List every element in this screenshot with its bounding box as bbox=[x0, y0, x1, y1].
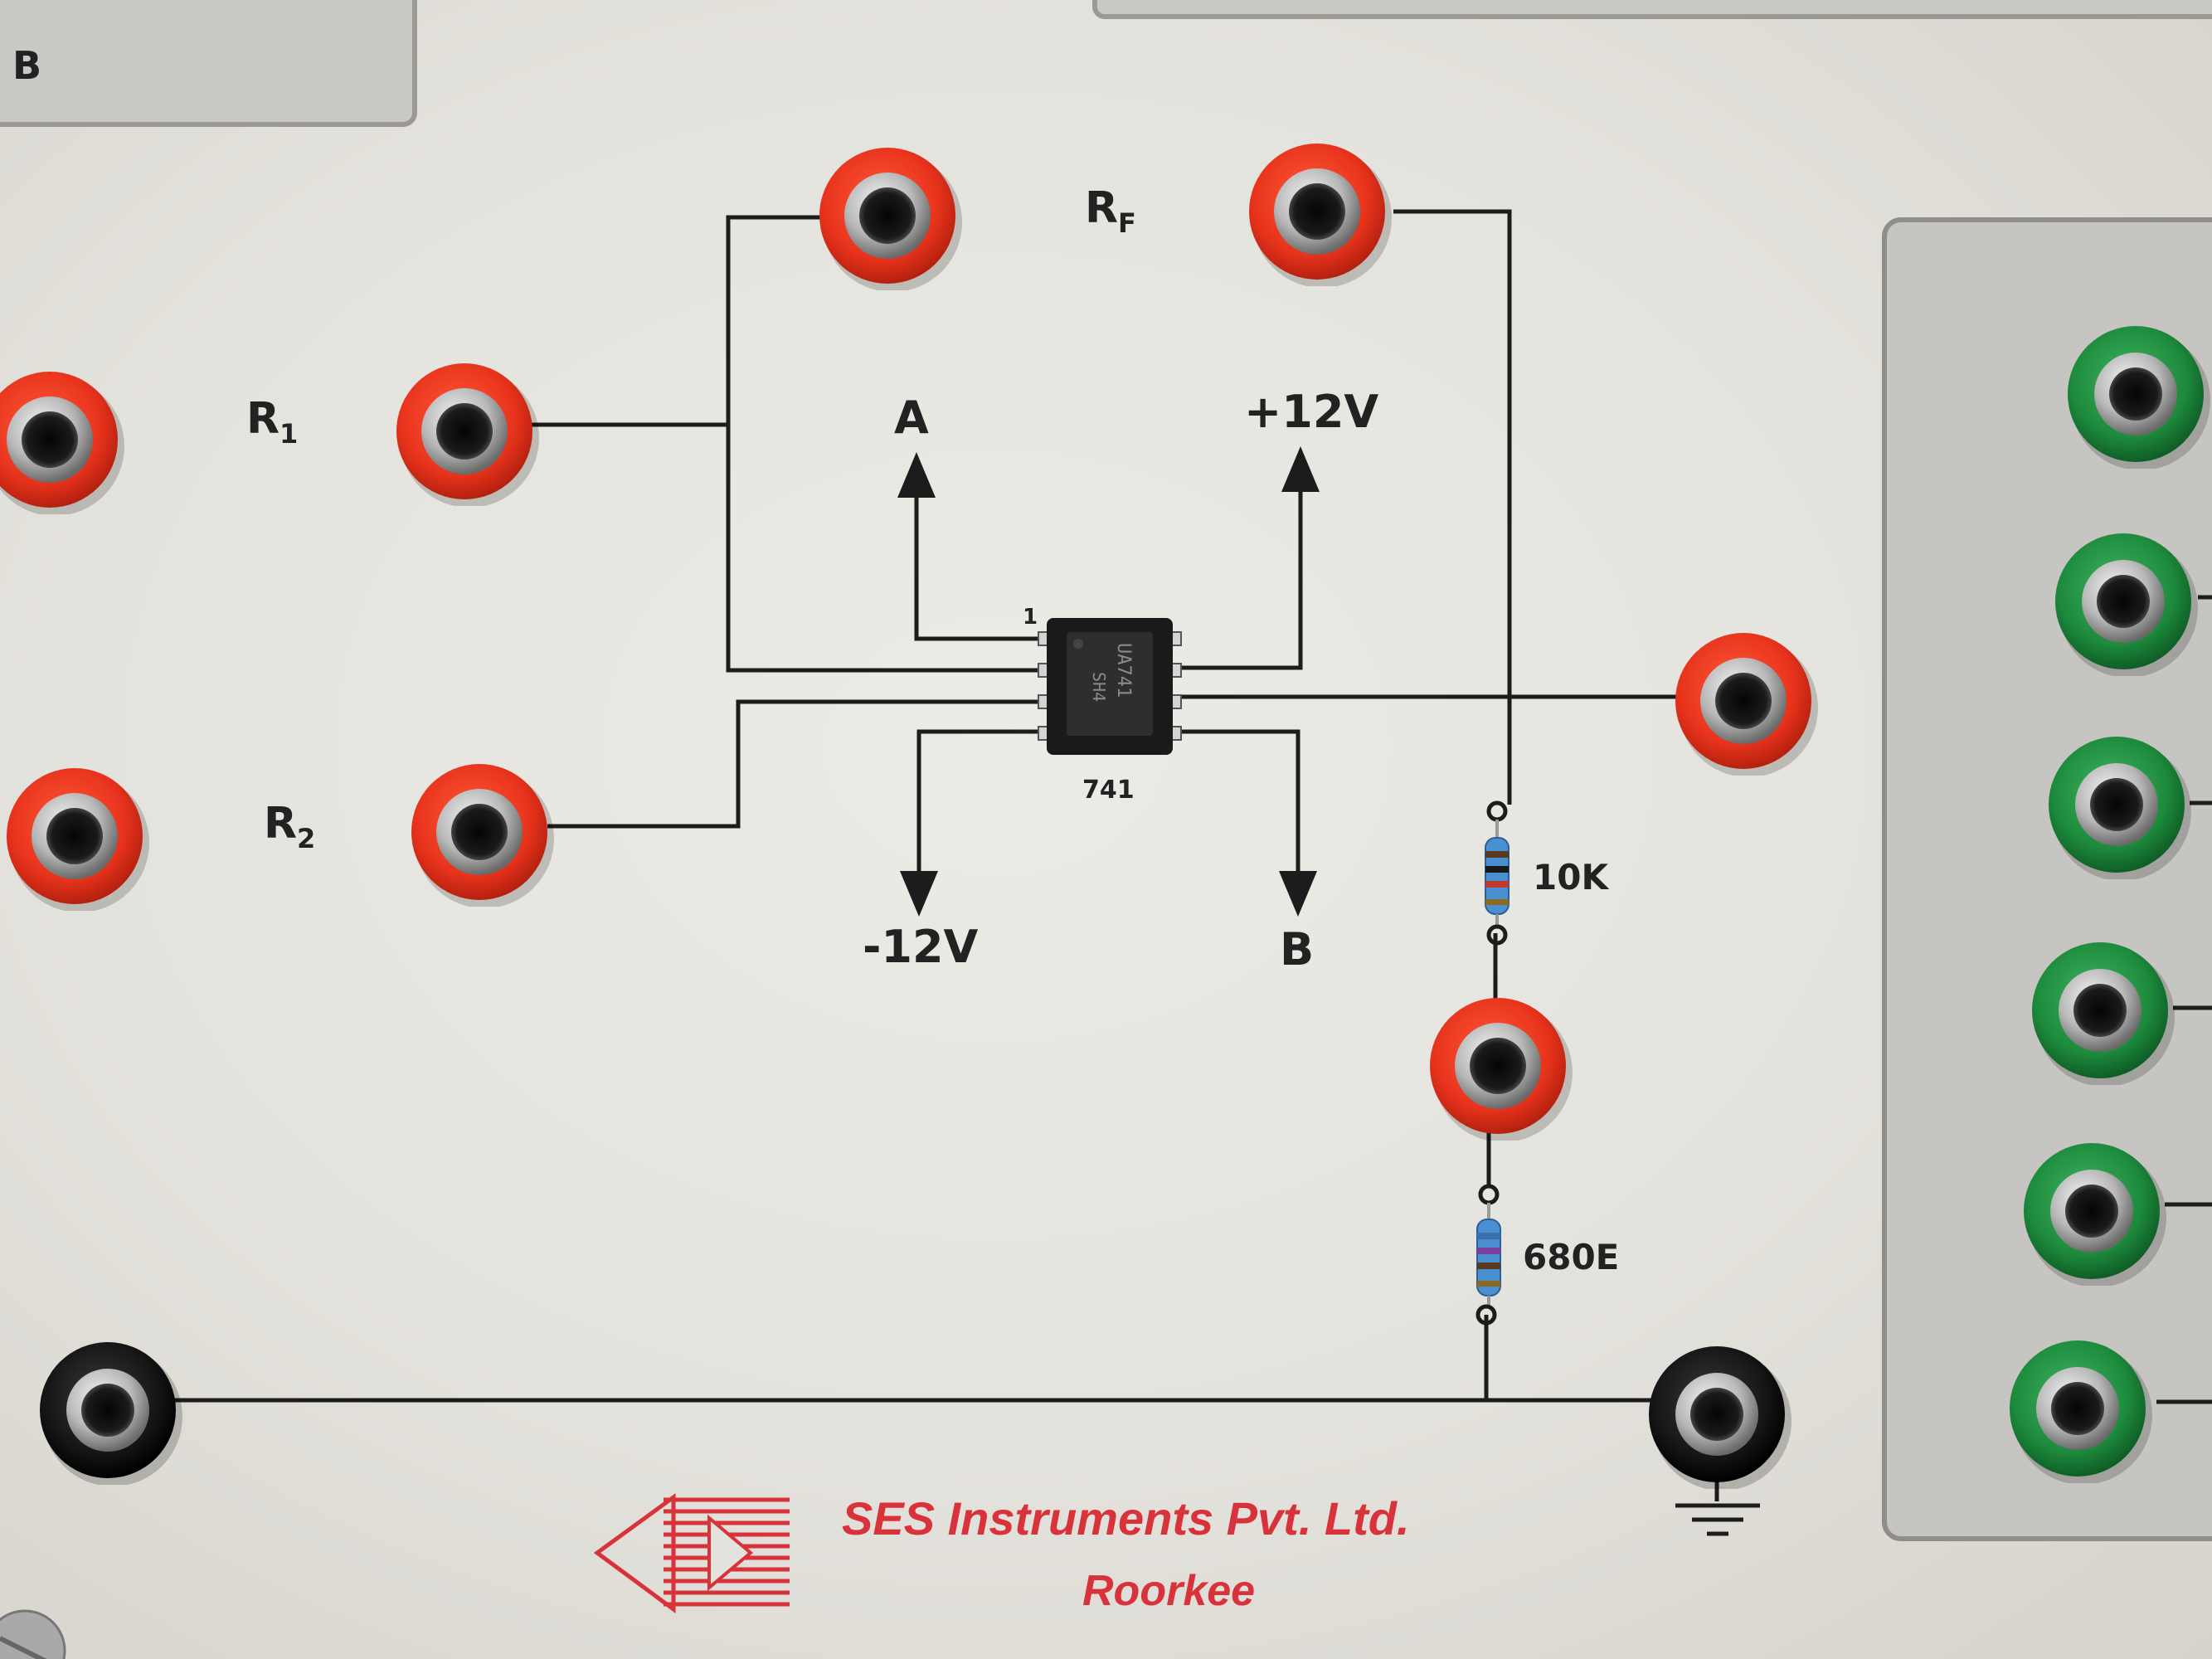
top-left-panel-text: B bbox=[12, 43, 41, 88]
resistor-icon bbox=[1475, 1184, 1501, 1326]
ic-part-label: 741 bbox=[1082, 776, 1135, 805]
banana-socket-icon[interactable] bbox=[0, 372, 124, 516]
resistor-10k-label: 10K bbox=[1533, 857, 1609, 898]
banana-socket-icon[interactable] bbox=[1649, 1346, 1791, 1491]
arrow-up-icon bbox=[1281, 446, 1320, 492]
banana-socket-icon[interactable] bbox=[40, 1342, 182, 1486]
screw-icon bbox=[0, 1609, 66, 1659]
manufacturer-city: Roorkee bbox=[1082, 1567, 1255, 1615]
top-left-panel bbox=[0, 0, 417, 127]
arrow-heads bbox=[897, 446, 1320, 917]
manufacturer-name: SES Instruments Pvt. Ltd. bbox=[842, 1492, 1410, 1545]
top-right-panel bbox=[1092, 0, 2212, 19]
banana-socket-icon[interactable] bbox=[1430, 998, 1573, 1142]
banana-socket-icon[interactable] bbox=[819, 148, 962, 292]
a-label: A bbox=[894, 392, 929, 444]
resistor-icon bbox=[1485, 800, 1510, 946]
banana-socket-icon[interactable] bbox=[411, 764, 554, 908]
ses-logo-icon bbox=[593, 1493, 790, 1613]
rf-label: RF bbox=[1085, 183, 1136, 239]
ic-marking: UA741 bbox=[1113, 643, 1134, 698]
arrow-down-icon bbox=[1279, 871, 1317, 917]
op-amp-ic-icon: UA741 SH4 bbox=[1038, 618, 1182, 755]
r1-label: R1 bbox=[246, 394, 298, 450]
plus12v-label: +12V bbox=[1244, 386, 1378, 438]
minus12v-label: -12V bbox=[863, 921, 979, 973]
banana-socket-icon[interactable] bbox=[7, 768, 149, 912]
ground-symbol-icon bbox=[1675, 1503, 1760, 1536]
arrow-down-icon bbox=[900, 871, 938, 917]
banana-socket-icon[interactable] bbox=[1249, 144, 1392, 288]
pin1-label: 1 bbox=[1023, 605, 1038, 630]
resistor-680e-label: 680E bbox=[1523, 1237, 1619, 1277]
b-label: B bbox=[1280, 923, 1314, 975]
ic-marking-2: SH4 bbox=[1089, 672, 1109, 702]
banana-socket-icon[interactable] bbox=[396, 363, 539, 508]
banana-socket-icon[interactable] bbox=[1675, 633, 1818, 777]
arrow-up-icon bbox=[897, 452, 936, 498]
r2-label: R2 bbox=[264, 799, 315, 854]
